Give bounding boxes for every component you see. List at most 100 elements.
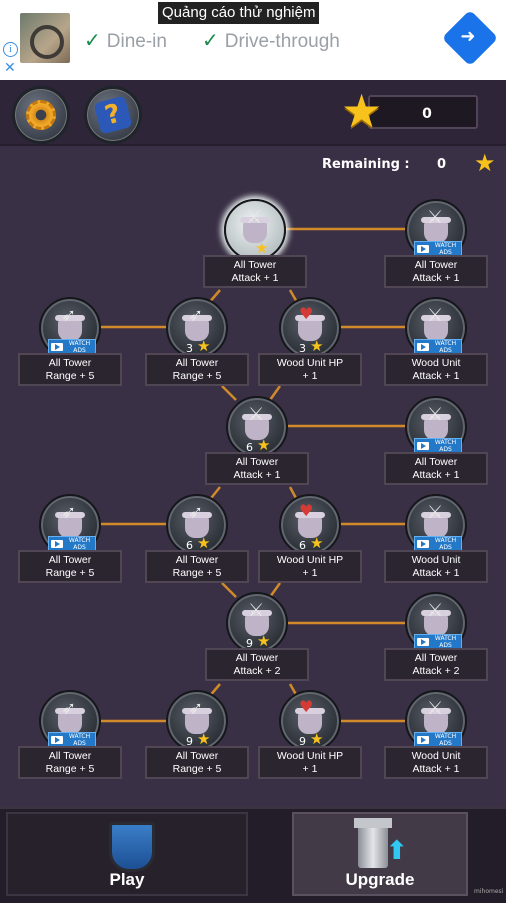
check-icon: ✓ xyxy=(84,30,101,52)
skill-node-icon-frame[interactable]: ♥ xyxy=(279,690,341,752)
video-play-icon xyxy=(51,343,63,351)
sword-icon: ⚔ xyxy=(246,207,263,228)
skill-label: Wood Unit HP+ 1 xyxy=(258,550,362,583)
pot-icon xyxy=(421,315,451,341)
cost-star-icon: ★ xyxy=(257,632,271,650)
skill-label-line1: All Tower xyxy=(414,456,458,468)
cost-star-icon: ★ xyxy=(197,534,211,552)
skill-node-icon-frame[interactable]: ♥ xyxy=(279,297,341,359)
pot-icon xyxy=(240,217,270,243)
pot-icon xyxy=(421,512,451,538)
skill-node-icon-frame[interactable]: ➶ xyxy=(166,494,228,556)
ad-title: Quảng cáo thử nghiệm xyxy=(158,2,320,24)
ad-info-icon[interactable]: i xyxy=(3,42,18,57)
bow-icon: ➶ xyxy=(188,502,204,523)
skill-label: Wood Unit HP+ 1 xyxy=(258,353,362,386)
watch-ads-label: WATCH ADS xyxy=(434,439,457,453)
bow-icon: ➶ xyxy=(188,305,204,326)
video-play-icon xyxy=(417,736,429,744)
ad-banner[interactable]: Quảng cáo thử nghiệm ✓Dine-in ✓Drive-thr… xyxy=(0,0,506,80)
video-play-icon xyxy=(417,245,429,253)
skill-node-icon-frame[interactable]: ♥ xyxy=(279,494,341,556)
watch-ads-button[interactable]: WATCH ADS xyxy=(414,241,462,257)
skill-label-line1: Wood Unit xyxy=(411,750,461,762)
skill-node-icon-frame[interactable]: ➶ xyxy=(166,690,228,752)
skill-node-icon-frame[interactable]: ⚔ xyxy=(226,396,288,458)
watch-ads-button[interactable]: WATCH ADS xyxy=(48,536,96,552)
check-icon: ✓ xyxy=(202,30,219,52)
skill-label-line2: Attack + 1 xyxy=(412,763,460,775)
watch-ads-button[interactable]: WATCH ADS xyxy=(414,536,462,552)
skill-label-line2: Attack + 1 xyxy=(231,272,279,284)
heart-icon: ♥ xyxy=(299,304,314,323)
video-play-icon xyxy=(51,540,63,548)
tower-icon xyxy=(354,818,392,868)
watch-ads-label: WATCH ADS xyxy=(434,242,457,256)
bow-icon: ➶ xyxy=(61,502,77,523)
cost-star-icon: ★ xyxy=(257,436,271,454)
gear-icon xyxy=(26,100,56,130)
ad-thumbnail[interactable] xyxy=(20,13,70,63)
pot-icon xyxy=(182,315,212,341)
star-icon: ★ xyxy=(341,84,383,138)
remaining-value: 0 xyxy=(437,157,447,172)
ad-option-label: Dine-in xyxy=(106,31,167,52)
skill-node-icon-frame[interactable]: ⚔ xyxy=(224,199,286,261)
skill-label-line1: All Tower xyxy=(48,554,92,566)
skill-label-line2: Attack + 2 xyxy=(412,665,460,677)
skill-label-line1: All Tower xyxy=(235,652,279,664)
video-play-icon xyxy=(417,540,429,548)
settings-button[interactable] xyxy=(12,86,70,144)
skill-label-line2: Attack + 1 xyxy=(412,567,460,579)
pot-icon xyxy=(242,610,272,636)
play-tab[interactable]: Play xyxy=(6,812,248,896)
pot-icon xyxy=(55,315,85,341)
skill-cost: 3 xyxy=(299,342,306,355)
skill-label-line1: Wood Unit xyxy=(411,554,461,566)
sword-icon: ⚔ xyxy=(427,502,444,523)
remaining-star-icon: ★ xyxy=(474,149,496,177)
pot-icon xyxy=(421,610,451,636)
cost-star-icon: ★ xyxy=(310,337,324,355)
pot-icon xyxy=(295,315,325,341)
skill-label-line1: All Tower xyxy=(414,652,458,664)
skill-label-line2: Range + 5 xyxy=(45,567,95,579)
pot-icon xyxy=(421,414,451,440)
cost-star-icon: ★ xyxy=(197,730,211,748)
skill-label-line1: All Tower xyxy=(235,456,279,468)
watch-ads-button[interactable]: WATCH ADS xyxy=(414,634,462,650)
ad-option-label: Drive-through xyxy=(224,31,340,52)
bow-icon: ➶ xyxy=(61,698,77,719)
skill-cost: 3 xyxy=(186,342,193,355)
sword-icon: ⚔ xyxy=(248,404,265,425)
skill-label-line2: Attack + 1 xyxy=(233,469,281,481)
upgrade-arrow-icon: ⬆ xyxy=(386,836,408,866)
ad-close-icon[interactable]: ✕ xyxy=(4,60,16,76)
skill-node-icon-frame[interactable]: ➶ xyxy=(166,297,228,359)
bow-icon: ➶ xyxy=(188,698,204,719)
pot-icon xyxy=(421,217,451,243)
skill-label-line1: Wood Unit HP xyxy=(276,554,344,566)
help-button[interactable]: ? xyxy=(84,86,142,144)
sword-icon: ⚔ xyxy=(427,600,444,621)
upgrade-tab[interactable]: ⬆ Upgrade xyxy=(292,812,468,896)
skill-label-line1: All Tower xyxy=(48,357,92,369)
skill-label-line1: All Tower xyxy=(175,750,219,762)
skill-label-line2: Range + 5 xyxy=(172,370,222,382)
cost-star-icon: ★ xyxy=(310,730,324,748)
pot-icon xyxy=(421,708,451,734)
skill-label: Wood Unit HP+ 1 xyxy=(258,746,362,779)
heart-icon: ♥ xyxy=(299,697,314,716)
cost-star-icon: ★ xyxy=(255,239,269,257)
